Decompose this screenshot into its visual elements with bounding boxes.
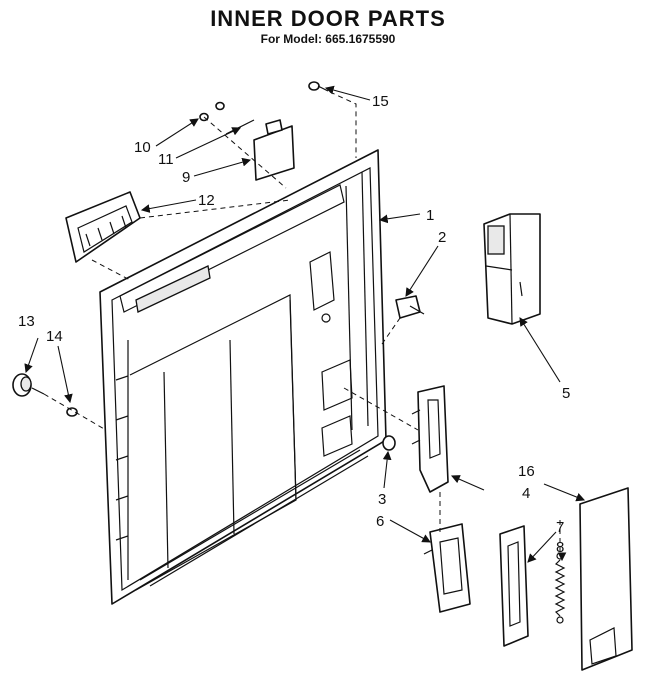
- callout-labels: 1 2 3 4 5 6 7 8 9 10 11 12 13 14 15 16: [18, 93, 570, 556]
- callout-13: 13: [18, 313, 35, 330]
- callout-15: 15: [372, 93, 389, 110]
- cover-plate: [253, 119, 295, 181]
- dispenser-module: [483, 213, 541, 325]
- callout-4: 4: [522, 485, 530, 502]
- model-number: For Model: 665.1675590: [260, 32, 396, 46]
- callout-14: 14: [46, 328, 63, 345]
- callout-16: 16: [518, 463, 535, 480]
- diagram-title: INNER DOOR PARTS: [210, 6, 446, 31]
- lower-latch: [423, 523, 471, 613]
- callout-3: 3: [378, 491, 386, 508]
- callout-8: 8: [556, 539, 564, 556]
- clip: [395, 295, 425, 319]
- screw-nut-set: [199, 101, 255, 135]
- callout-7: 7: [556, 519, 564, 536]
- callout-10: 10: [134, 139, 151, 156]
- callout-12: 12: [198, 192, 215, 209]
- latch: [411, 385, 449, 493]
- callout-1: 1: [426, 207, 434, 224]
- assembly-lines: [43, 91, 561, 556]
- spring: [554, 552, 566, 624]
- callout-5: 5: [562, 385, 570, 402]
- callout-9: 9: [182, 169, 190, 186]
- inner-door-panel: [99, 149, 387, 605]
- trim-panel: [579, 487, 633, 671]
- door-handle: [65, 191, 141, 263]
- strike-bar: [499, 525, 529, 647]
- bumper: [382, 435, 396, 451]
- leader-lines: [24, 85, 586, 563]
- callout-2: 2: [438, 229, 446, 246]
- screw: [308, 81, 329, 92]
- callout-6: 6: [376, 513, 384, 530]
- callout-11: 11: [158, 151, 174, 168]
- dial-knob: [12, 373, 45, 397]
- washer: [66, 407, 78, 417]
